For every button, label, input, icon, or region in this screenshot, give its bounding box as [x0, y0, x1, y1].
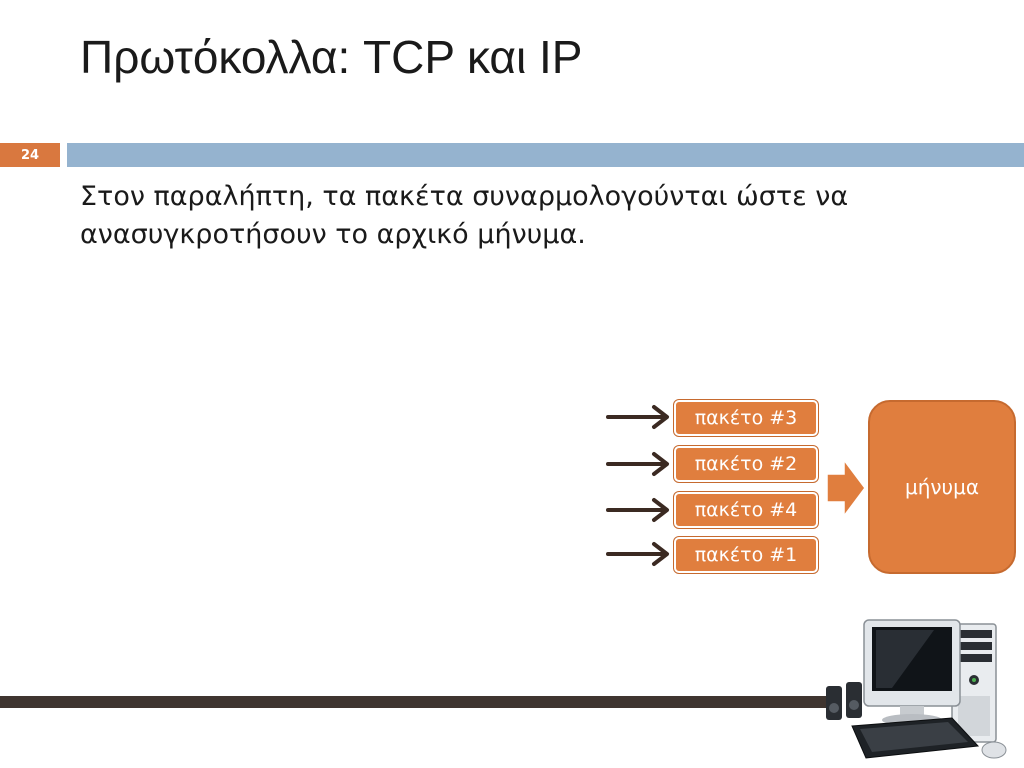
arrow-right-icon [606, 542, 669, 566]
packet-3: πακέτο #3 [674, 400, 818, 436]
merge-arrow-icon [826, 458, 866, 518]
packet-4: πακέτο #4 [674, 492, 818, 528]
arrow-right-icon [606, 452, 669, 476]
desktop-computer-icon [826, 619, 1007, 759]
packet-2: πακέτο #2 [674, 446, 818, 482]
slide-title: Πρωτόκολλα: TCP και IP [80, 31, 583, 83]
arrow-right-icon [606, 498, 669, 522]
message-box: μήνυμα [868, 400, 1016, 574]
slide-number: 24 [0, 143, 60, 167]
arrow-right-icon [606, 405, 669, 429]
packet-1: πακέτο #1 [674, 537, 818, 573]
footer-divider-bar [0, 696, 840, 708]
header-divider-bar [67, 143, 1024, 167]
body-text: Στον παραλήπτη, τα πακέτα συναρμολογούντ… [80, 181, 849, 250]
